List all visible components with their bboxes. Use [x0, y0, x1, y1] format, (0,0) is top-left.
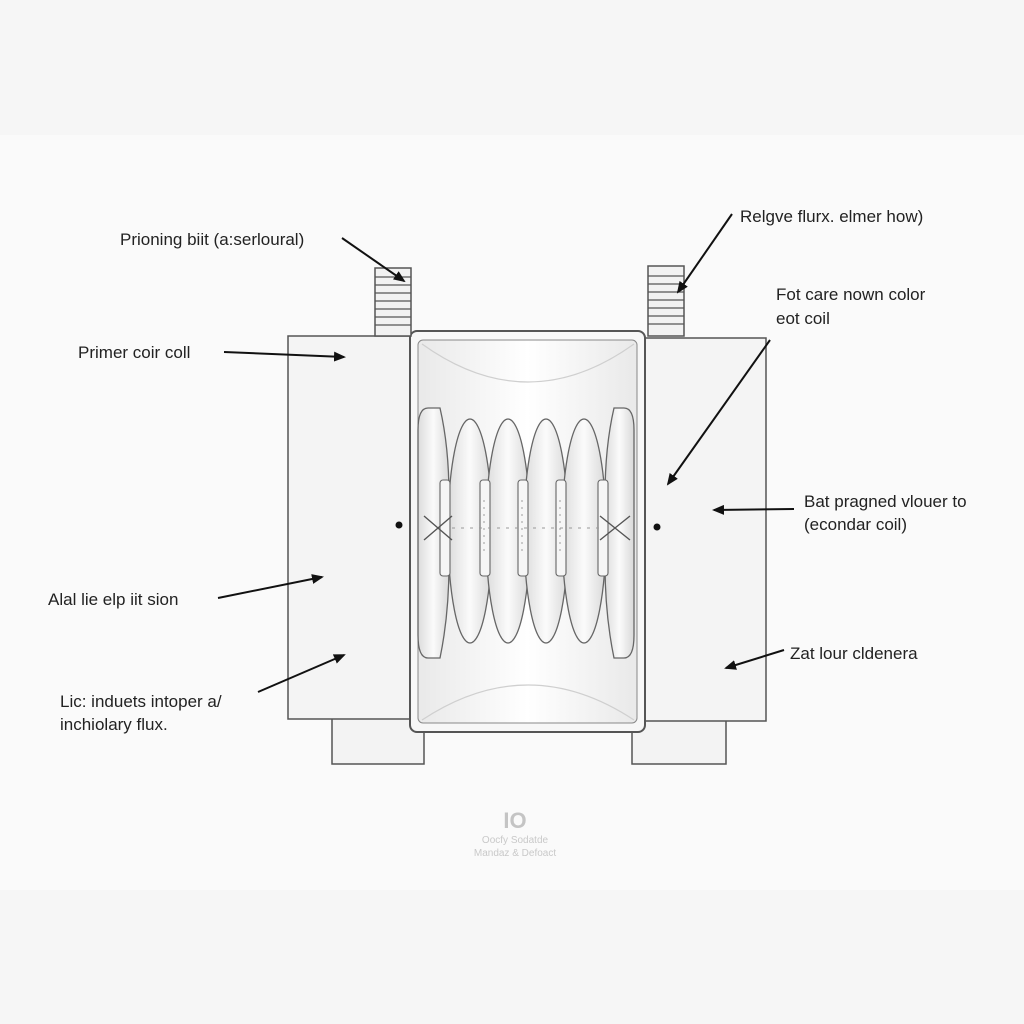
coil-windings: [417, 407, 635, 659]
label-fot-line1: Fot care nown color: [776, 285, 926, 304]
right-foot: [631, 717, 727, 765]
label-alal: Alal lie elp iit sion: [48, 590, 179, 609]
label-bat-line1: Bat pragned vlouer to: [804, 492, 967, 511]
top-band: [0, 0, 1024, 135]
arrow-alal: [217, 574, 324, 599]
label-lic-line2: inchiolary flux.: [60, 715, 168, 734]
arrow-primer-coil: [223, 351, 346, 362]
right-terminal: [647, 265, 685, 337]
watermark-line1: Oocfy Sodatde: [481, 835, 549, 846]
right-core-dot: [653, 523, 661, 531]
left-core-block: [287, 335, 413, 720]
arrow-top-right: [676, 213, 733, 294]
watermark-line2: Mandaz & Defoact: [473, 848, 557, 859]
left-core-dot: [395, 521, 403, 529]
label-bat-line2: (econdar coil): [804, 515, 907, 534]
label-zat: Zat lour cldenera: [790, 644, 918, 663]
label-top-right: Relgve flurx. elmer how): [740, 207, 924, 226]
watermark: IO Oocfy Sodatde Mandaz & Defoact: [430, 808, 600, 860]
arrow-top-left: [341, 237, 406, 283]
right-core-block: [643, 337, 767, 722]
label-primer-coil: Primer coir coll: [78, 343, 191, 362]
watermark-mark: IO: [503, 808, 527, 833]
label-top-left: Prioning biit (a:serloural): [120, 230, 305, 249]
bottom-band: [0, 890, 1024, 1024]
arrow-bat: [712, 504, 795, 515]
left-foot: [331, 717, 425, 765]
arrow-zat: [724, 649, 785, 670]
label-fot-line2: eot coil: [776, 309, 830, 328]
arrow-lic: [257, 654, 346, 693]
arrow-fot: [666, 339, 771, 486]
label-lic-line1: Lic: induets intoper a/: [60, 692, 222, 711]
left-terminal: [374, 267, 412, 337]
